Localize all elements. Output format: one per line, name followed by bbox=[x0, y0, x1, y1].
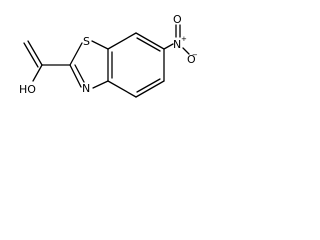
bond-n3-c3a bbox=[92, 80, 109, 89]
bond-s1-c7a bbox=[91, 40, 109, 50]
nitro-nitrogen-plus-charge: + bbox=[181, 35, 187, 43]
bond-carboxyl-oxo bbox=[27, 40, 43, 66]
bond-c2-s1 bbox=[69, 42, 83, 66]
bond-c5-c4 bbox=[135, 80, 165, 98]
nitro-top-oxygen-atom-label: O bbox=[173, 13, 182, 26]
thiazole-nitrogen-atom-label: N bbox=[82, 82, 90, 95]
bond-c7a-c7 bbox=[107, 32, 137, 50]
bond-c2-n3-inner bbox=[74, 64, 85, 83]
bond-c4-c3a bbox=[107, 80, 137, 98]
sulfur-atom-label: S bbox=[83, 35, 90, 48]
bond-c2-n3 bbox=[69, 64, 82, 88]
nitro-oxygen-minus-charge: − bbox=[192, 51, 198, 59]
nitro-nitrogen-atom-label: N bbox=[173, 38, 181, 51]
bond-carboxyl-hydroxyl bbox=[32, 64, 43, 82]
bond-c5-c4-inner bbox=[136, 78, 161, 93]
hydroxyl-group-label: HO bbox=[19, 83, 36, 96]
bond-carboxyl-oxo-second bbox=[23, 42, 39, 68]
bond-c6-nitro-n bbox=[163, 43, 174, 50]
bond-nitro-n-o-right bbox=[182, 47, 190, 55]
bond-c7-c6 bbox=[135, 32, 165, 50]
nitro-right-oxygen-atom-label: O bbox=[187, 53, 196, 66]
molecule-structure-diagram: S N HO N + O O − bbox=[19, 13, 198, 98]
bond-c7-c6-inner bbox=[136, 37, 161, 52]
